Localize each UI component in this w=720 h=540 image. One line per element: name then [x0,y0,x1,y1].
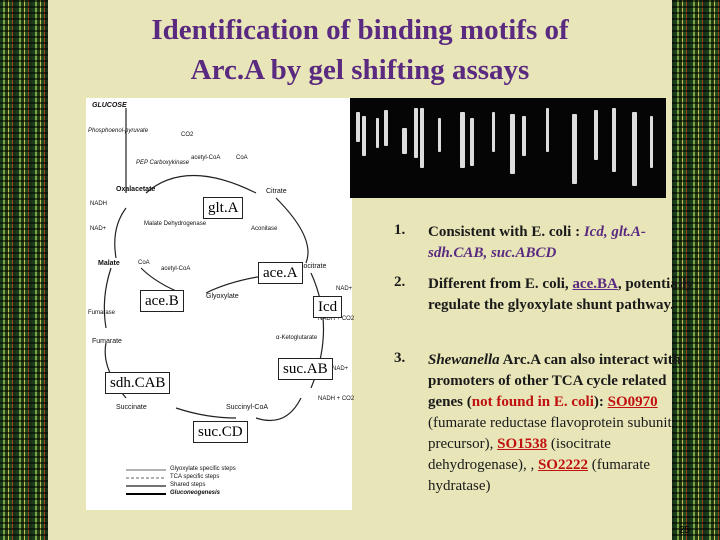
gene-box-glt: glt.A [203,197,244,219]
arrow-succinylcoa-succinate [175,407,237,419]
list-number-2: 2. [394,274,406,290]
gene-box-sdh: sdh.CAB [105,372,171,394]
label-fumarate: Fumarate [92,338,122,345]
label-nadh-co2: NADH + CO2 [318,316,355,322]
label-nad-2: NAD+ [336,286,353,292]
label-succinyl-coa: Succinyl-CoA [226,404,269,411]
label-glyoxylate: Glyoxylate [206,293,239,300]
gene-box-suc-ab: suc.AB [278,358,333,380]
label-glucose: GLUCOSE [92,102,127,109]
list-text-1: Consistent with E. coli : Icd, glt.A-sdh… [428,224,646,261]
list-text-3: Shewanella Arc.A can also interact with … [428,352,682,494]
label-pep-carboxykinase: PEP Carboxykinase [136,160,190,166]
gene-box-ace-b: ace.B [140,290,184,312]
legend-shared: Shared steps [170,482,206,488]
arrow-malate-oxalacetate [114,207,127,259]
label-citrate: Citrate [266,188,287,195]
genes-different: ace.BA [572,276,618,292]
arrow-ketoglutarate-succinylcoa [255,397,302,422]
label-succinate: Succinate [116,404,147,411]
label-acetyl-coa: acetyl-CoA [191,155,221,161]
label-phosphoenolpyruvate: Phosphoenol-pyruvate [88,128,149,134]
label-ketoglutarate: α-Ketoglutarate [276,335,318,341]
genes-consistent: Icd, glt.A-sdh.CAB, suc.ABCD [428,224,646,261]
label-nadh: NADH [90,201,108,207]
label-nad: NAD+ [90,226,107,232]
slide-title: Identification of binding motifs of Arc.… [48,10,672,90]
label-co2: CO2 [181,132,194,138]
arrow-citrate-isocitrate [275,197,309,264]
pathway-arrows [103,108,325,495]
gene-so0970: SO0970 [607,394,658,410]
gene-box-icd: Icd [313,296,343,318]
label-malate-dehydrogenase: Malate Dehydrogenase [144,221,207,227]
title-line-2: Arc.A by gel shifting assays [190,54,530,86]
gene-box-ace-a: ace.A [258,262,303,284]
label-nad-3: NAD+ [332,366,349,372]
arrow-fumarate-malate [103,267,112,329]
arrow-oxalacetate-citrate [145,174,257,194]
not-found-note: not found in E. coli [471,394,594,410]
legend-tca: TCA specific steps [170,474,220,480]
list-number-3: 3. [394,350,406,366]
gene-box-suc-cd: suc.CD [193,421,248,443]
legend-gluconeogenesis: Gluconeogenesis [170,490,221,496]
label-fumarase: Fumarase [88,310,116,316]
label-aconitase: Aconitase [251,226,278,232]
title-line-1: Identification of binding motifs of [151,14,569,46]
label-coa: CoA [236,155,248,161]
label-oxalacetate: Oxalacetate [116,186,156,193]
label-malate: Malate [98,260,120,267]
list-number-1: 1. [394,222,406,238]
label-isocitrate: Isocitrate [298,263,327,270]
legend-glyoxylate: Glyoxylate specific steps [170,466,236,472]
page-number: 25 [678,525,690,536]
label-nadh-co2-2: NADH + CO2 [318,396,355,402]
gene-so1538: SO1538 [497,436,548,452]
label-coa-2: CoA [138,260,150,266]
gel-shift-image [350,98,666,198]
gene-so2222: SO2222 [537,457,588,473]
label-acetyl-coa-2: acetyl-CoA [161,266,191,272]
list-text-2: Different from E. coli, ace.BA, potentia… [428,276,694,313]
